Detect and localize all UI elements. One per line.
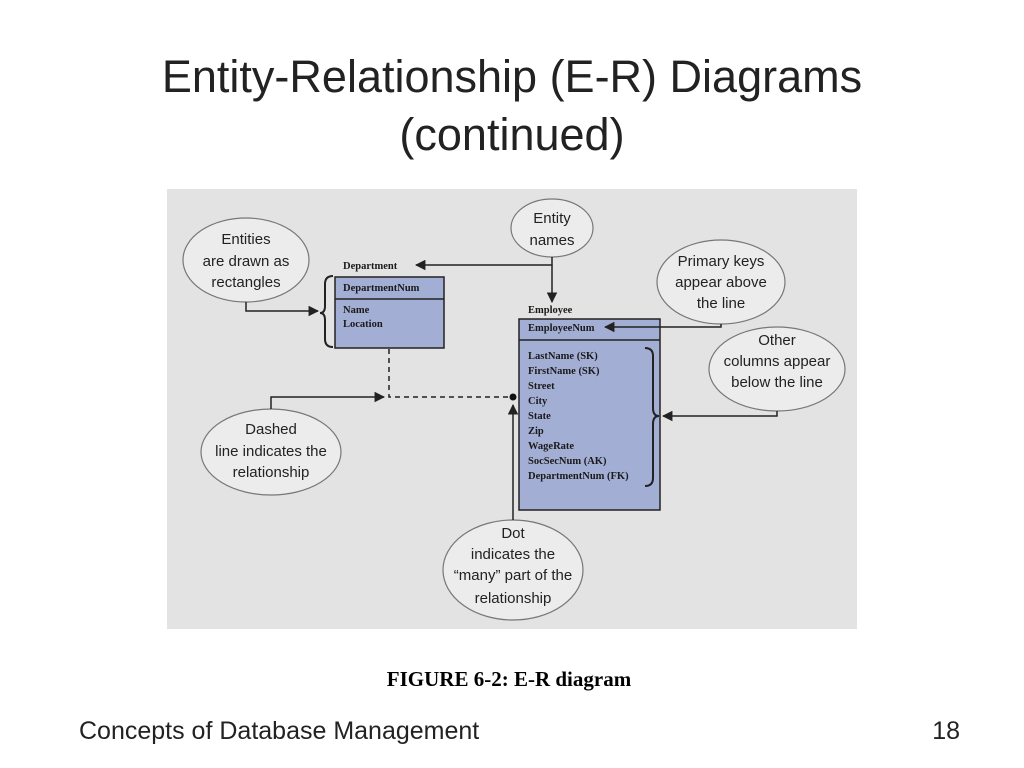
callout-dashed-line-text: Dashed bbox=[245, 421, 297, 438]
slide-title: Entity-Relationship (E-R) Diagrams (cont… bbox=[60, 48, 964, 164]
callout-other-columns-text: columns appear bbox=[724, 353, 831, 370]
callout-primary-keys-text: the line bbox=[697, 295, 745, 312]
employee-column: DepartmentNum (FK) bbox=[528, 471, 629, 482]
callout-primary-keys-arrow bbox=[603, 321, 722, 333]
employee-primary-key: EmployeeNum bbox=[528, 323, 595, 334]
relationship-dashed-line bbox=[388, 349, 509, 398]
callout-dot-text: indicates the bbox=[471, 546, 555, 563]
department-entity bbox=[334, 276, 445, 349]
department-column: Name bbox=[343, 305, 370, 316]
department-column: Location bbox=[343, 319, 383, 330]
callout-entities-text: Entities bbox=[221, 231, 270, 248]
department-primary-key: DepartmentNum bbox=[343, 283, 420, 294]
employee-column: FirstName (SK) bbox=[528, 366, 600, 377]
callout-dot-text: Dot bbox=[501, 525, 525, 542]
callout-dot-text: “many” part of the bbox=[454, 567, 572, 584]
employee-column: SocSecNum (AK) bbox=[528, 456, 607, 467]
callout-dashed-line-text: relationship bbox=[233, 464, 310, 481]
employee-entity-name: Employee bbox=[528, 305, 573, 316]
title-line-2: (continued) bbox=[399, 109, 625, 160]
department-brace bbox=[319, 275, 334, 348]
callout-primary-keys-text: Primary keys bbox=[678, 253, 765, 270]
employee-column: Street bbox=[528, 381, 555, 392]
callout-other-columns-arrow bbox=[661, 410, 778, 422]
callout-primary-keys-text: appear above bbox=[675, 274, 767, 291]
department-entity-name: Department bbox=[343, 261, 398, 272]
callout-other-columns-text: Other bbox=[758, 332, 796, 349]
callout-entity-names-arrow-department bbox=[414, 257, 553, 271]
callout-dashed-line-text: line indicates the bbox=[215, 443, 327, 460]
employee-column: State bbox=[528, 411, 551, 422]
employee-column: City bbox=[528, 396, 548, 407]
callout-entities-text: rectangles bbox=[211, 274, 280, 291]
callout-other-columns-text: below the line bbox=[731, 374, 823, 391]
title-line-1: Entity-Relationship (E-R) Diagrams bbox=[161, 51, 863, 102]
many-dot bbox=[509, 393, 517, 401]
employee-entity bbox=[518, 318, 661, 511]
employee-column: LastName (SK) bbox=[528, 351, 598, 362]
page-number: 18 bbox=[932, 717, 960, 745]
employee-column: WageRate bbox=[528, 441, 574, 452]
callout-entities-text: are drawn as bbox=[203, 253, 290, 270]
employee-column: Zip bbox=[528, 426, 544, 437]
footer-title: Concepts of Database Management bbox=[79, 717, 480, 745]
callout-dot-text: relationship bbox=[475, 590, 552, 607]
figure-caption: FIGURE 6-2: E-R diagram bbox=[386, 667, 632, 691]
callout-dashed-line-arrow bbox=[270, 391, 386, 409]
callout-entity-names-text: Entity bbox=[533, 210, 571, 227]
callout-entities-arrow bbox=[245, 302, 320, 317]
callout-entity-names-text: names bbox=[529, 232, 574, 249]
employee-columns-brace bbox=[644, 347, 660, 487]
